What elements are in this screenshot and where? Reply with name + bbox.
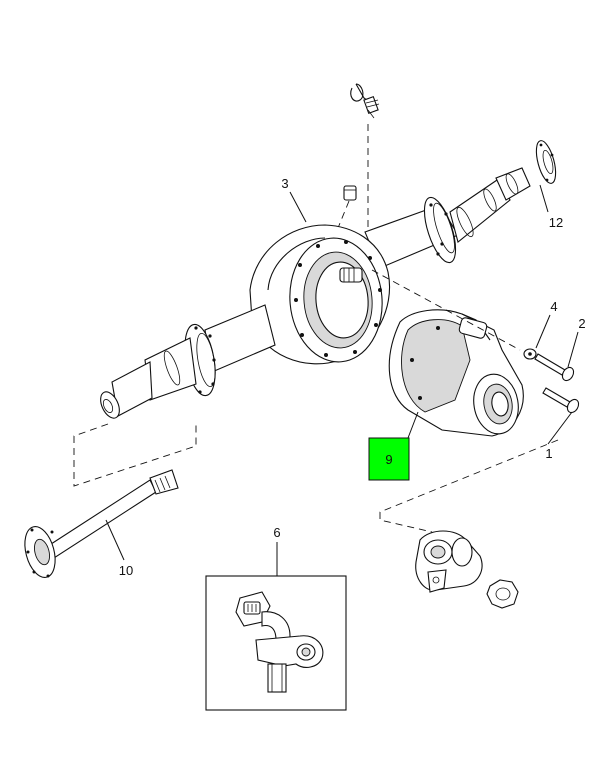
washer-4 (523, 348, 537, 360)
callout-4-label[interactable]: 4 (550, 299, 557, 314)
leader-line-1 (547, 411, 573, 445)
callout-1-label[interactable]: 1 (545, 446, 552, 461)
bolt-2 (534, 353, 575, 382)
fill-plug (343, 185, 357, 201)
shaft-guide-line (73, 423, 197, 487)
drive-yoke (415, 530, 483, 593)
callout-12-label[interactable]: 12 (549, 215, 563, 230)
callout-10-label[interactable]: 10 (119, 563, 133, 578)
breather-fitting (350, 83, 380, 119)
detail-box-6 (205, 575, 347, 711)
callout-6-label[interactable]: 6 (273, 525, 280, 540)
plug-guide-line (337, 200, 350, 229)
callout-9-label[interactable]: 9 (385, 452, 392, 467)
callout-2-label[interactable]: 2 (578, 316, 585, 331)
callout-3-label[interactable]: 3 (281, 176, 288, 191)
leader-line-3 (289, 191, 307, 223)
yoke-guide-line (379, 439, 559, 533)
leader-line-12 (539, 184, 549, 213)
leader-line-9 (407, 411, 419, 439)
callout-9-highlight[interactable] (368, 437, 410, 481)
yoke-nut (486, 579, 519, 609)
leader-line-2 (567, 331, 579, 368)
carrier-guide-line (371, 269, 521, 351)
axle-housing (100, 167, 531, 419)
housing-bolt-holes (294, 240, 382, 357)
bolt-1 (542, 387, 580, 414)
axle-shaft-flange-12 (535, 140, 557, 184)
leader-line-10 (105, 519, 125, 561)
axle-shaft-10 (24, 469, 179, 578)
differential-carrier (388, 309, 524, 437)
leader-line-4 (535, 314, 551, 349)
